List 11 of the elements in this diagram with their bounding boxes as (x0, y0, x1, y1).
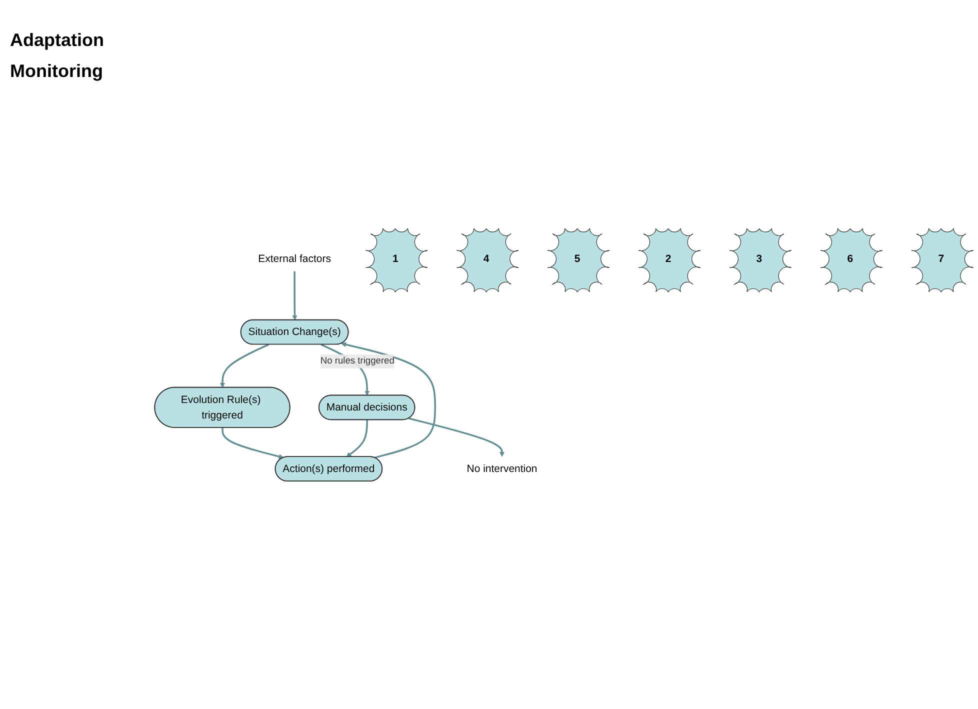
node-text: No intervention (466, 462, 538, 474)
region-label: Adaptation (10, 30, 105, 51)
node-text: External factors (258, 252, 331, 264)
arrow (346, 420, 368, 457)
arrow (220, 343, 270, 388)
edge-label: No rules triggered (320, 356, 394, 366)
region-label: Monitoring (10, 61, 104, 82)
arrow (292, 270, 298, 320)
arrow (341, 342, 436, 458)
arrow (408, 417, 505, 456)
arrow (222, 427, 284, 459)
